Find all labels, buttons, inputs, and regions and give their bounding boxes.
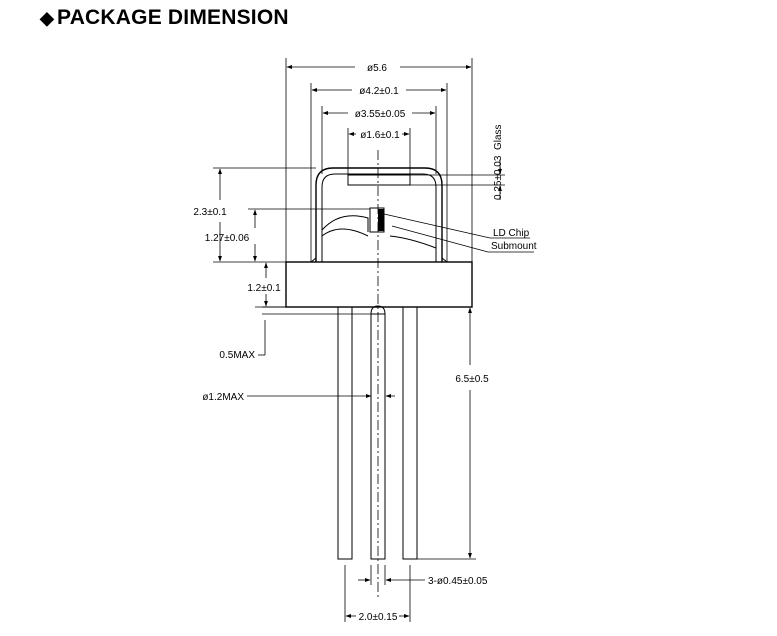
dim-lead-dia: 3-ø0.45±0.05 [428, 576, 488, 587]
bottom-dimensions: 3-ø0.45±0.05 2.0±0.15 [344, 565, 488, 623]
diamond-bullet-icon: ◆ [40, 8, 55, 28]
dim-standoff: 0.5MAX [219, 350, 255, 361]
dim-base-height: 1.2±0.1 [247, 283, 281, 294]
glass-label: Glass [493, 124, 504, 150]
base-stem [285, 261, 473, 308]
dim-glass-thickness: 0.25±0.03 [493, 155, 504, 200]
heat-sink-edge [389, 235, 437, 249]
glass-window [347, 174, 411, 186]
section-heading: ◆PACKAGE DIMENSION [40, 6, 289, 30]
lead-length-dimension: 6.5±0.5 [417, 307, 489, 560]
lead-left [337, 306, 353, 560]
cap-outline [315, 167, 443, 262]
top-dimensions: ø5.6 ø4.2±0.1 ø3.55±0.05 ø1.6±0.1 [285, 58, 473, 262]
dim-lead-spacing: 2.0±0.15 [359, 612, 398, 623]
dim-cap-outer-dia: ø5.6 [367, 63, 387, 74]
heat-sink [321, 215, 369, 237]
package-body [262, 150, 473, 600]
submount-label: Submount [491, 241, 537, 252]
dim-chip-height: 1.27±0.06 [205, 233, 250, 244]
dim-pin-dia-max: ø1.2MAX [202, 392, 244, 403]
ld-chip-label: LD Chip [493, 228, 530, 239]
glass-dimension: 0.25±0.03 Glass [410, 124, 505, 200]
dim-cap-dia: ø4.2±0.1 [359, 86, 399, 97]
dim-height-total: 2.3±0.1 [193, 207, 227, 218]
lead-right [402, 306, 418, 560]
cap-inner-outline [321, 173, 437, 262]
left-dimensions: 2.3±0.1 1.27±0.06 1.2±0.1 0.5MAX ø1.2MAX [193, 167, 395, 403]
section-title: PACKAGE DIMENSION [57, 6, 289, 29]
lead-center [370, 305, 386, 560]
dim-lead-length: 6.5±0.5 [455, 374, 489, 385]
dim-cap-inner-dia: ø3.55±0.05 [355, 109, 406, 120]
ld-chip-shade [378, 209, 384, 231]
chip-labels: LD Chip Submount [383, 213, 537, 253]
dim-window-dia: ø1.6±0.1 [360, 130, 400, 141]
